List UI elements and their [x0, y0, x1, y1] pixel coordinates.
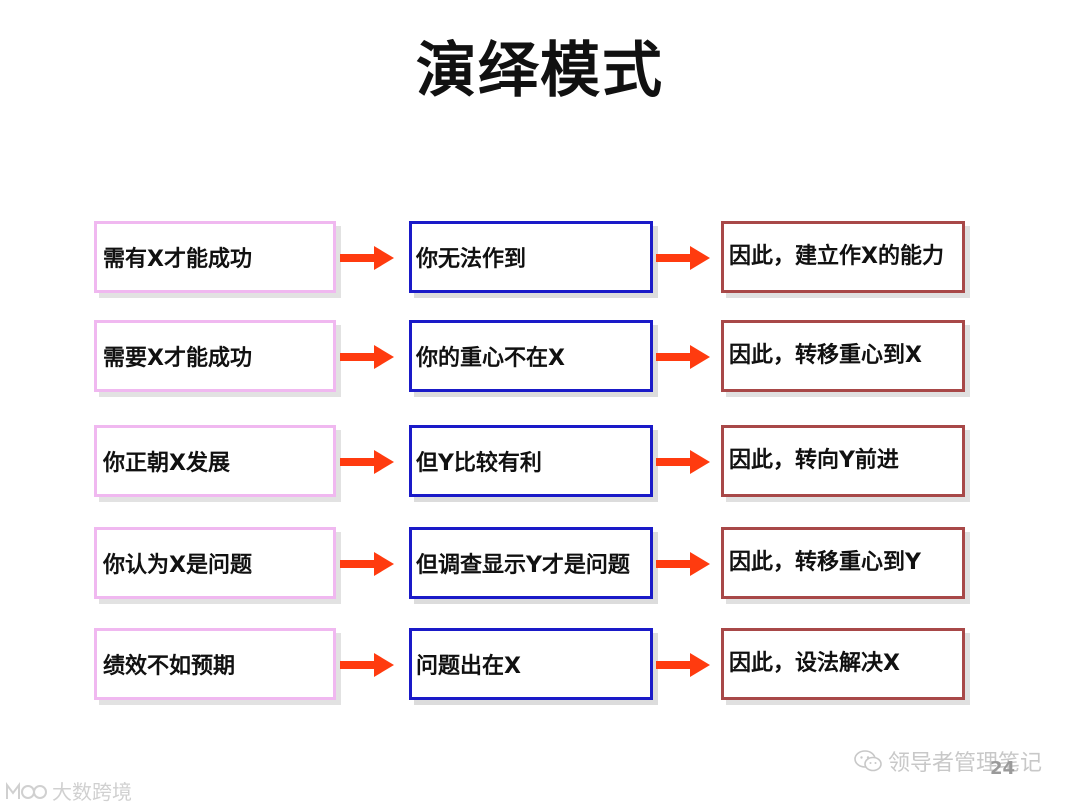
conclusion-box: 因此，转移重心到Y: [721, 527, 965, 599]
watermark-left-text: 大数跨境: [52, 780, 132, 804]
wechat-icon: [854, 750, 882, 772]
arrow-right-icon: [340, 245, 394, 271]
page-number: 24: [990, 758, 1016, 779]
arrow-right-icon: [656, 344, 710, 370]
observation-box: 但调查显示Y才是问题: [409, 527, 653, 599]
deduction-row-3: 你正朝X发展 但Y比较有利 因此，转向Y前进: [0, 425, 1080, 505]
deduction-row-4: 你认为X是问题 但调查显示Y才是问题 因此，转移重心到Y: [0, 527, 1080, 607]
observation-box: 但Y比较有利: [409, 425, 653, 497]
conclusion-box: 因此，设法解决X: [721, 628, 965, 700]
premise-box: 绩效不如预期: [94, 628, 336, 700]
premise-box: 你认为X是问题: [94, 527, 336, 599]
conclusion-box: 因此，转移重心到X: [721, 320, 965, 392]
premise-box: 需要X才能成功: [94, 320, 336, 392]
observation-box: 你无法作到: [409, 221, 653, 293]
wechat-watermark: 领导者管理笔记: [854, 745, 1042, 777]
deduction-row-5: 绩效不如预期 问题出在X 因此，设法解决X: [0, 628, 1080, 708]
arrow-right-icon: [340, 652, 394, 678]
dashuju-logo-icon: [6, 781, 47, 799]
dashuju-watermark: 大数跨境: [4, 776, 132, 805]
arrow-right-icon: [340, 449, 394, 475]
arrow-right-icon: [656, 652, 710, 678]
arrow-right-icon: [340, 551, 394, 577]
arrow-right-icon: [656, 245, 710, 271]
watermark-text: 领导者管理笔记: [887, 751, 1042, 776]
arrow-right-icon: [656, 551, 710, 577]
deduction-row-2: 需要X才能成功 你的重心不在X 因此，转移重心到X: [0, 320, 1080, 400]
premise-box: 你正朝X发展: [94, 425, 336, 497]
observation-box: 问题出在X: [409, 628, 653, 700]
observation-box: 你的重心不在X: [409, 320, 653, 392]
premise-box: 需有X才能成功: [94, 221, 336, 293]
arrow-right-icon: [340, 344, 394, 370]
arrow-right-icon: [656, 449, 710, 475]
conclusion-box: 因此，建立作X的能力: [721, 221, 965, 293]
page-title: 演绎模式: [416, 36, 664, 106]
deduction-row-1: 需有X才能成功 你无法作到 因此，建立作X的能力: [0, 221, 1080, 301]
conclusion-box: 因此，转向Y前进: [721, 425, 965, 497]
